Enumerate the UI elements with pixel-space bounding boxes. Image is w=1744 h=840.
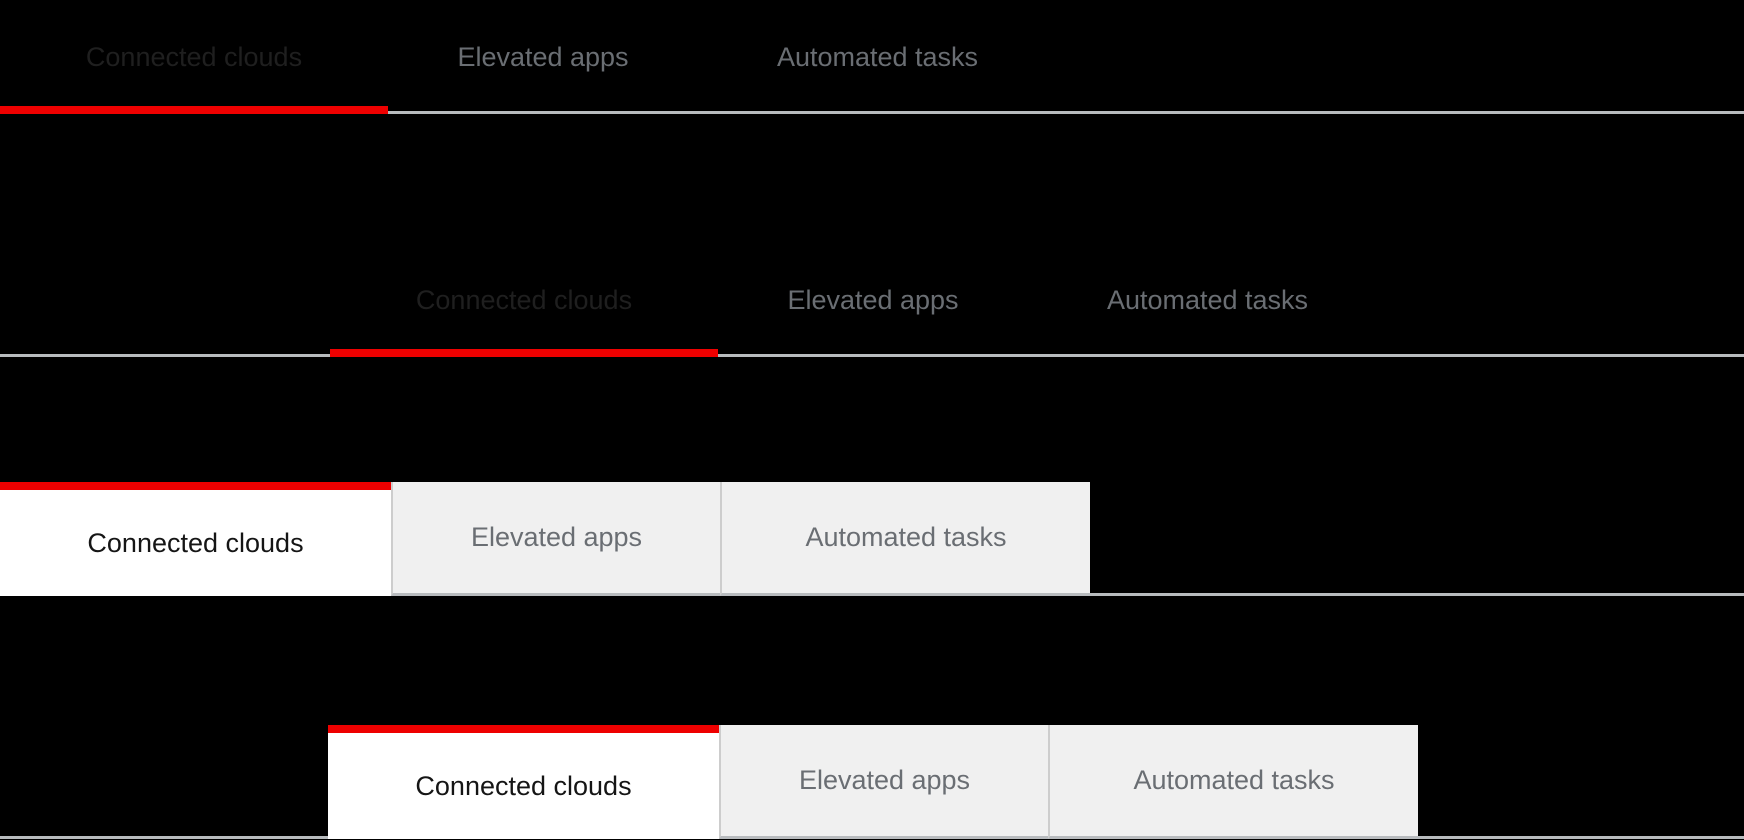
tab-row: Connected clouds Elevated apps Automated…	[0, 725, 1744, 839]
tab-label: Connected clouds	[415, 284, 633, 315]
tab-label: Connected clouds	[85, 41, 303, 72]
tab-elevated-apps[interactable]: Elevated apps	[391, 482, 720, 596]
tab-label: Elevated apps	[470, 522, 643, 552]
tab-automated-tasks[interactable]: Automated tasks	[1048, 725, 1418, 839]
default-tabs-offset: Connected clouds Elevated apps Automated…	[0, 243, 1744, 357]
tabs-baseline	[0, 111, 1744, 114]
tab-label: Elevated apps	[457, 41, 629, 72]
tab-label: Elevated apps	[787, 284, 959, 315]
box-tabs-offset: Connected clouds Elevated apps Automated…	[0, 725, 1744, 839]
tab-connected-clouds[interactable]: Connected clouds	[328, 725, 719, 839]
tab-label: Automated tasks	[805, 522, 1007, 552]
tab-row: Connected clouds Elevated apps Automated…	[0, 482, 1744, 596]
tab-automated-tasks[interactable]: Automated tasks	[698, 0, 1057, 114]
tab-automated-tasks[interactable]: Automated tasks	[720, 482, 1090, 596]
box-tabs-left-aligned: Connected clouds Elevated apps Automated…	[0, 482, 1744, 596]
tab-row: Connected clouds Elevated apps Automated…	[0, 0, 1744, 114]
tab-connected-clouds[interactable]: Connected clouds	[330, 243, 718, 357]
default-tabs-left-aligned: Connected clouds Elevated apps Automated…	[0, 0, 1744, 114]
tab-automated-tasks[interactable]: Automated tasks	[1028, 243, 1387, 357]
tab-label: Automated tasks	[776, 41, 979, 72]
tab-connected-clouds[interactable]: Connected clouds	[0, 0, 388, 114]
tabs-baseline	[0, 354, 1744, 357]
tab-connected-clouds[interactable]: Connected clouds	[0, 482, 391, 596]
tab-elevated-apps[interactable]: Elevated apps	[388, 0, 698, 114]
tab-label: Automated tasks	[1106, 284, 1309, 315]
tab-elevated-apps[interactable]: Elevated apps	[719, 725, 1048, 839]
tab-row: Connected clouds Elevated apps Automated…	[0, 243, 1744, 357]
tab-elevated-apps[interactable]: Elevated apps	[718, 243, 1028, 357]
tab-label: Connected clouds	[87, 527, 304, 558]
tab-label: Elevated apps	[798, 765, 971, 795]
tab-label: Connected clouds	[415, 770, 632, 801]
tab-label: Automated tasks	[1133, 765, 1335, 795]
